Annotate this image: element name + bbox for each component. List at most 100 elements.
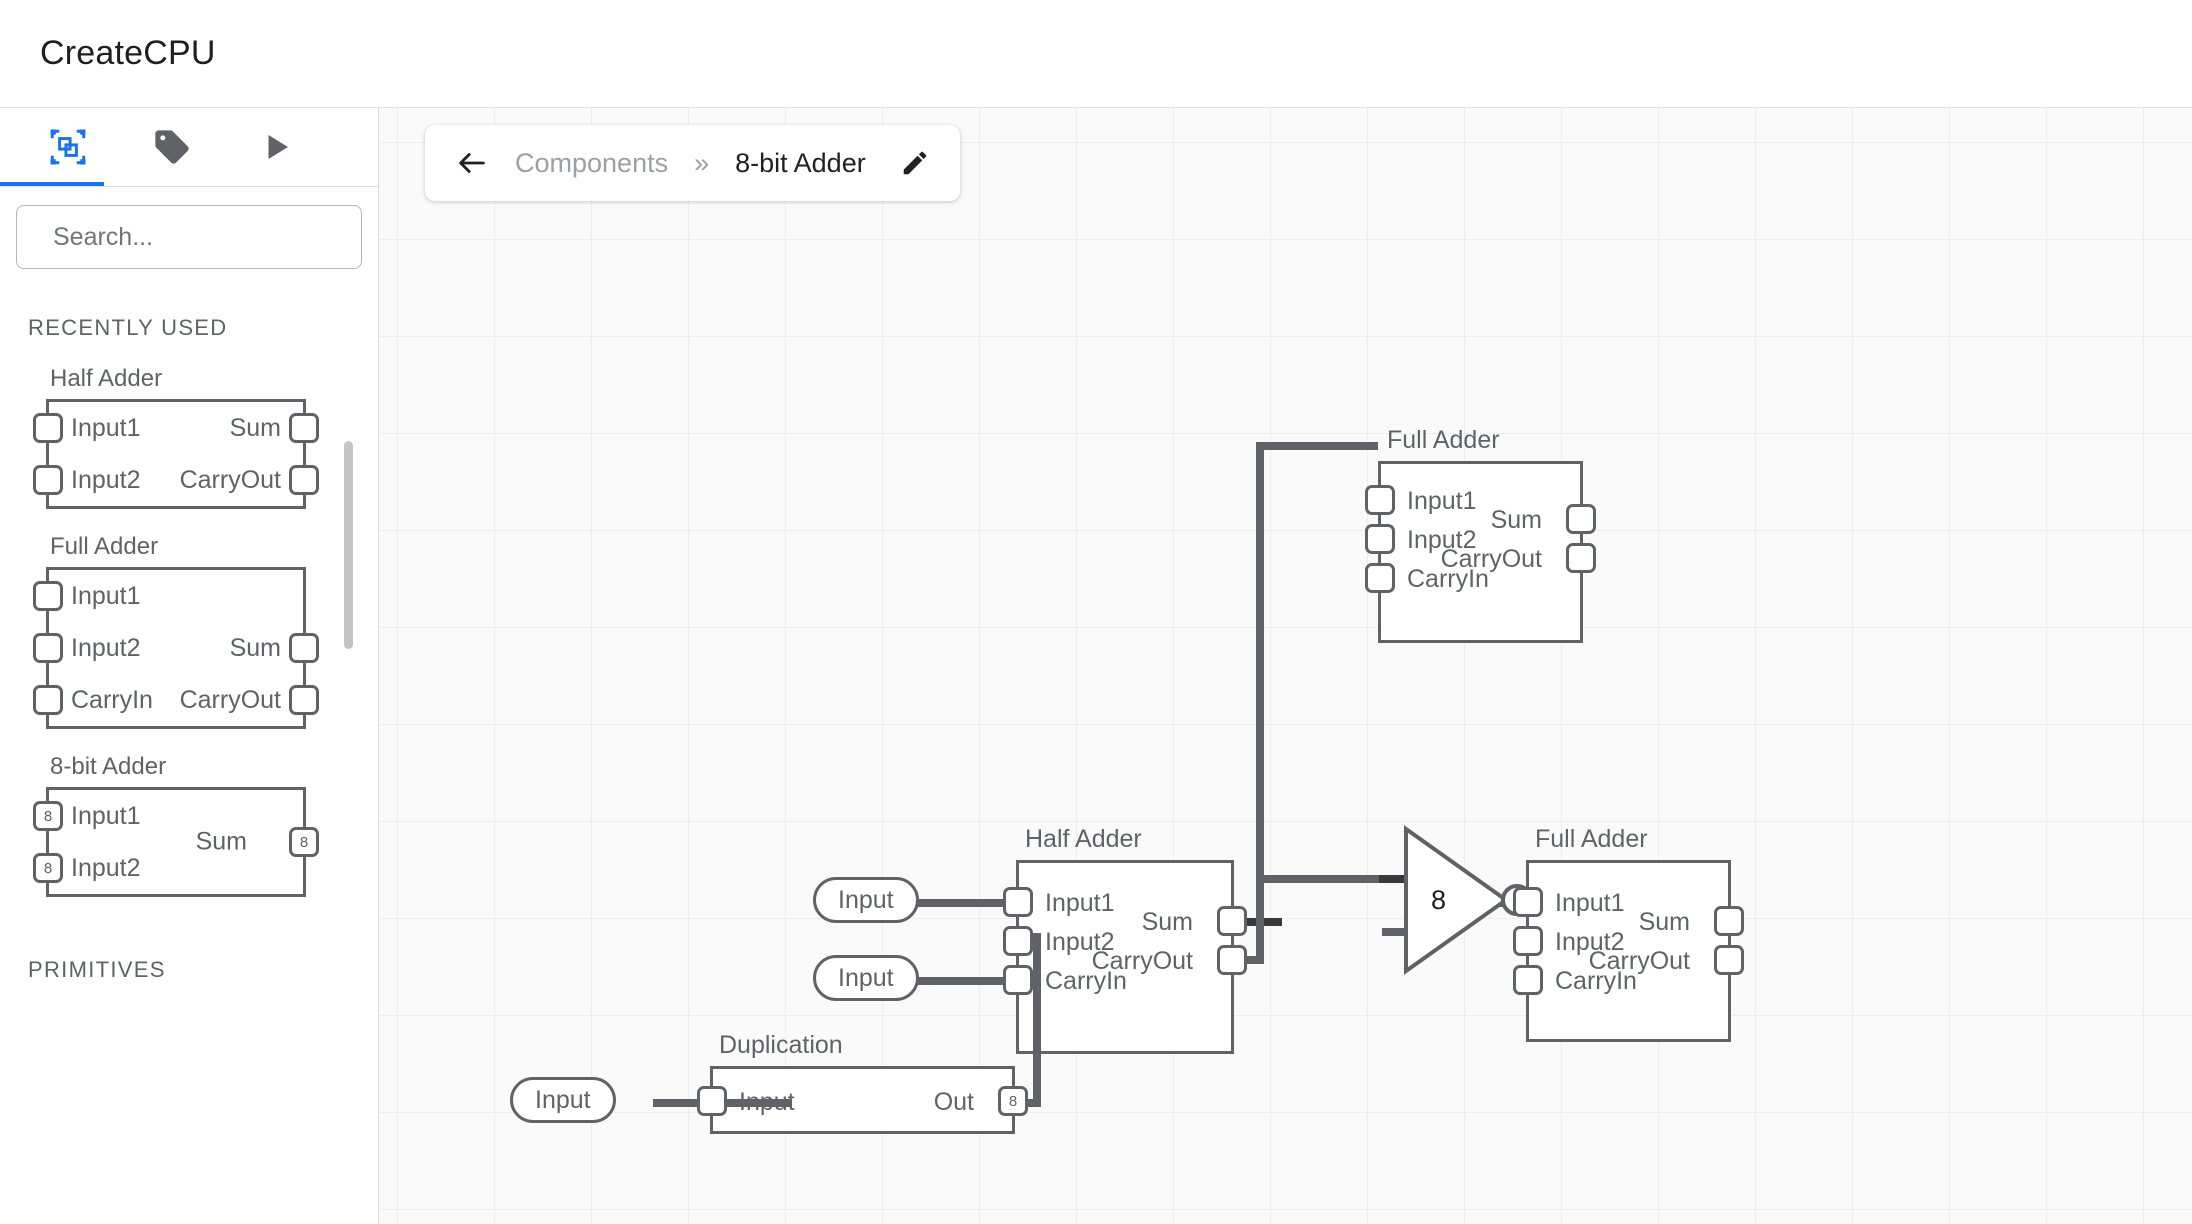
input-port[interactable] [1003,926,1033,956]
input-pill-1[interactable]: Input [813,877,919,923]
port-label: CarryOut [1440,545,1542,573]
input-port[interactable] [1513,887,1543,917]
input-port[interactable] [33,685,63,715]
port-label: Sum [1141,908,1193,936]
component-name: Full Adder [50,533,159,560]
breadcrumb: Components » 8-bit Adder [425,125,960,201]
input-port[interactable] [697,1086,727,1116]
port-label: Sum [1638,908,1690,936]
port-label: Sum [1490,506,1542,534]
port-label: Input1 [71,801,141,830]
port-label: CarryIn [71,685,153,714]
app-bar: CreateCPU [0,0,2192,108]
search-input[interactable] [53,222,375,252]
port-label: Input2 [1555,928,1625,956]
schematic-canvas[interactable]: Components » 8-bit Adder [379,108,2192,1224]
port-label: CarryOut [1588,947,1690,975]
input-port[interactable]: 8 [33,853,63,883]
port-row: 8 Input1 [33,790,303,842]
labels-tab[interactable] [120,108,224,186]
input-port[interactable] [33,581,63,611]
output-port[interactable] [289,633,319,663]
wire-input2-to-halfadder-carryin [906,977,1017,985]
node-half-adder-mid[interactable]: Half Adder Input1 Input2 CarryIn Sum Car… [1003,825,1247,1054]
output-port[interactable] [1566,504,1596,534]
component-preview: 8 Input1 8 Input2 Sum 8 [33,787,319,897]
wire-carryout-to-fulladder-top-input2 [1256,442,1378,450]
wire-junction-to-gate [1256,875,1384,883]
port-row: CarryIn CarryOut [33,674,319,726]
port-label: CarryIn [1407,565,1489,593]
input-port[interactable] [1003,887,1033,917]
wire-halfadder-sum-stub [1220,918,1282,926]
list-item[interactable]: Half Adder Input1 Sum Input2 CarryOut [0,341,378,509]
components-tab[interactable] [16,108,120,186]
pencil-icon[interactable] [900,148,930,178]
port-label: Sum [195,827,247,856]
wire-carryout-riser [1256,442,1264,962]
list-item[interactable]: 8-bit Adder 8 Input1 8 Input2 Sum 8 [0,729,378,897]
output-port[interactable] [1217,906,1247,936]
port-label: CarryOut [179,685,281,714]
output-port[interactable] [1566,543,1596,573]
run-tab[interactable] [224,108,328,186]
node-title: Duplication [719,1031,843,1059]
port-label: Input1 [71,413,141,442]
list-item[interactable]: Full Adder Input1 Input2 Sum [0,509,378,729]
output-port[interactable] [289,465,319,495]
input-port[interactable] [33,633,63,663]
section-label-primitives: PRIMITIVES [28,957,166,982]
search-box[interactable] [16,205,375,269]
input-port[interactable] [1365,563,1395,593]
input-port[interactable] [33,465,63,495]
node-title: Full Adder [1387,426,1500,454]
port-row: Input1 [33,570,303,622]
input-port[interactable]: 8 [33,801,63,831]
not-gate[interactable] [1403,825,1533,975]
node-title: Half Adder [1025,825,1142,853]
port-label: Input2 [71,633,141,662]
port-label: Sum [229,633,281,662]
port-label: Input1 [1555,889,1625,917]
node-full-adder-top[interactable]: Full Adder Input1 Input2 CarryIn Sum Car… [1365,426,1596,643]
app-title: CreateCPU [40,34,216,72]
wire-gate-lower-stub [1382,928,1406,936]
output-port[interactable] [289,413,319,443]
input-port[interactable] [1513,926,1543,956]
port-row: 8 Input2 [33,842,303,894]
breadcrumb-parent[interactable]: Components [515,147,669,178]
back-arrow-icon[interactable] [455,146,489,180]
port-label: Input2 [71,853,141,882]
component-name: Half Adder [50,365,163,392]
node-full-adder-right[interactable]: Full Adder Input1 Input2 CarryIn Sum Car… [1513,825,1744,1042]
input-pill-3[interactable]: Input [510,1077,616,1123]
output-port[interactable] [1217,945,1247,975]
port-label: Input2 [1045,928,1115,956]
output-port[interactable]: 8 [289,827,319,857]
port-row: Input2 Sum [33,622,319,674]
component-preview: Input1 Sum Input2 CarryOut [33,399,319,509]
output-port[interactable]: 8 [998,1086,1028,1116]
play-icon [268,135,288,159]
active-tab-underline [0,182,104,186]
input-port[interactable] [1003,965,1033,995]
input-port[interactable] [1365,524,1395,554]
breadcrumb-current: 8-bit Adder [735,147,866,178]
input-port[interactable] [1513,965,1543,995]
wire-duplication-out-v [1033,933,1041,1103]
port-label: Out [933,1088,974,1116]
input-pill-2[interactable]: Input [813,955,919,1001]
input-port[interactable] [33,413,63,443]
output-port[interactable] [289,685,319,715]
input-port[interactable] [1365,485,1395,515]
port-label: Input1 [71,581,141,610]
tag-icon [155,130,189,164]
output-port[interactable] [1714,945,1744,975]
tab-divider [0,186,378,187]
component-name: 8-bit Adder [50,753,167,780]
wire-gate-input-tip [1379,875,1407,883]
output-port[interactable] [1714,906,1744,936]
port-label: CarryIn [1045,967,1127,995]
port-label: Input1 [1407,487,1477,515]
sidebar-scrollbar[interactable] [344,441,353,649]
